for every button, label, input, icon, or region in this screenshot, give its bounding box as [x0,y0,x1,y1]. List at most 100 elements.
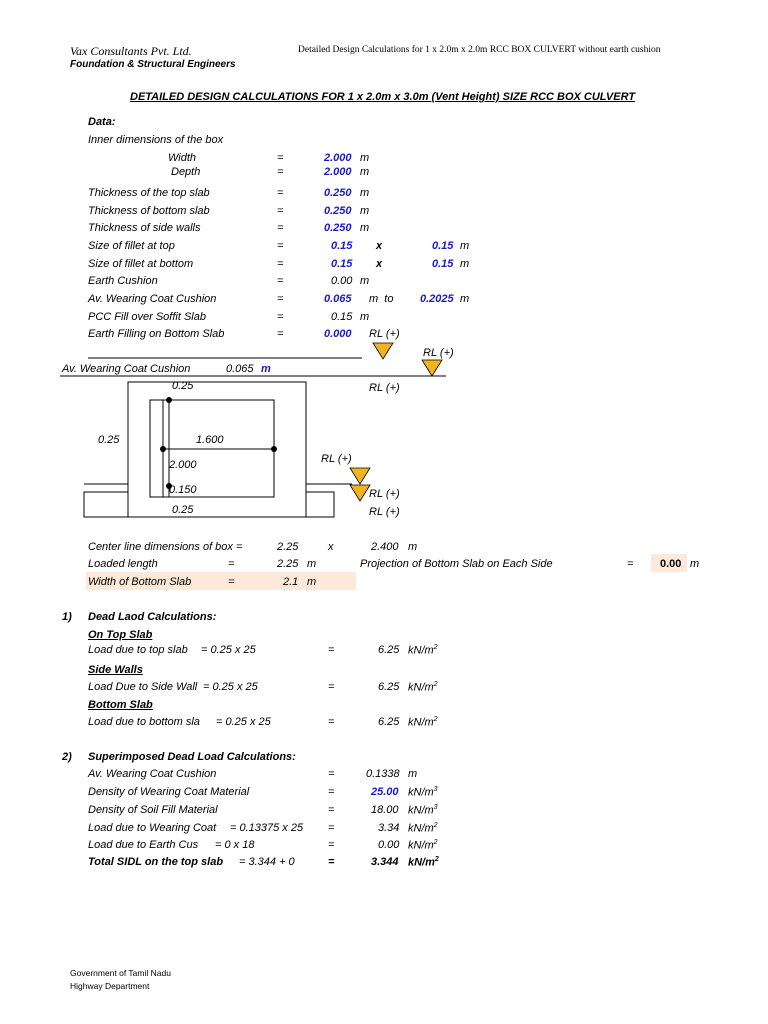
footer-line-2: Highway Department [70,981,150,991]
equals-sign: = [328,681,335,693]
rl-marker-icon [372,342,394,360]
rl-label: RL (+) [369,506,400,518]
data-label: PCC Fill over Soffit Slab [88,311,206,323]
load-unit: kN/m2 [408,716,438,729]
data-unit: m [360,275,370,287]
equals-sign: = [228,558,235,570]
data-value-2: 0.2025 [420,293,454,305]
section-number: 2) [62,751,72,763]
equals-sign: = [627,558,634,570]
times-sign: x [376,240,383,252]
data-value: 0.15 [331,258,353,270]
top-slab-thickness-label: 0.25 [172,380,194,392]
load-expression: = 0.25 x 25 [216,716,271,728]
data-value: 0.000 [324,328,352,340]
load-value: 6.25 [378,644,400,656]
bottom-width-value: 2.1 [283,576,299,588]
data-value: 0.15 [331,240,353,252]
document-title: Detailed Design Calculations for 1 x 2.0… [298,45,661,55]
bottom-slab-thickness-label: 0.25 [172,504,194,516]
equals-sign: = [277,240,284,252]
bottom-width-unit: m [307,576,317,588]
sidl-unit: kN/m3 [408,786,438,799]
projection-value-highlight [651,554,687,572]
data-unit: m [460,240,470,252]
equals-sign: = [228,576,235,588]
subheading: Side Walls [88,664,143,676]
node-point [160,446,166,452]
centerline-unit: m [408,541,418,553]
data-unit: m [360,166,370,178]
load-value: 6.25 [378,716,400,728]
equals-sign: = [277,275,284,287]
rl-label: RL (+) [369,488,400,500]
data-value-2: 0.15 [432,240,454,252]
data-value: 0.00 [331,275,353,287]
sidl-label: Density of Soil Fill Material [88,804,218,816]
rl-marker-icon [349,467,371,485]
footer-line-1: Government of Tamil Nadu [70,968,171,978]
equals-sign: = [277,152,284,164]
data-label: Size of fillet at bottom [88,258,194,270]
sidl-value: 0.1338 [366,768,400,780]
data-unit: RL (+) [369,328,400,340]
subheading: On Top Slab [88,629,153,641]
equals-sign: = [277,328,284,340]
load-label: Load due to bottom sla [88,716,200,728]
equals-sign: = [277,187,284,199]
data-label: Depth [171,166,201,178]
wearing-coat-unit: m [261,363,271,375]
data-label: Earth Cushion [88,275,158,287]
times-sign: x [376,258,383,270]
fillet-label: 0.150 [169,484,197,496]
company-name: Vax Consultants Pvt. Ltd. [70,44,192,58]
sidl-total-unit: kN/m2 [408,856,439,869]
data-value: 0.065 [324,293,352,305]
data-label: Width [168,152,197,164]
sidl-label: Density of Wearing Coat Material [88,786,250,798]
bottom-slab-projection-left [83,491,129,518]
sidl-value: 0.00 [378,839,400,851]
centerline-value-2: 2.400 [371,541,399,553]
projection-unit: m [690,558,700,570]
projection-value: 0.00 [660,558,682,570]
loaded-length-unit: m [307,558,317,570]
sidl-label: Load due to Earth Cus [88,839,199,851]
sidl-total-label: Total SIDL on the top slab [88,856,224,868]
data-unit: m [360,152,370,164]
rl-label: RL (+) [423,347,454,359]
sidl-label: Load due to Wearing Coat [88,822,217,834]
sidl-unit: kN/m3 [408,804,438,817]
wearing-coat-value: 0.065 [226,363,254,375]
equals-sign: = [277,205,284,217]
bottom-width-highlight [86,572,356,590]
centerline-label: Center line dimensions of box = [88,541,243,553]
load-label: Load due to top slab [88,644,188,656]
equals-sign: = [277,222,284,234]
data-unit: m [460,293,470,305]
data-unit: m [460,258,470,270]
dead-load-title: Dead Laod Calculations: [88,611,217,623]
node-point [166,397,172,403]
sidl-unit: kN/m2 [408,822,438,835]
data-value: 0.15 [331,311,353,323]
sidl-title: Superimposed Dead Load Calculations: [88,751,296,763]
node-point [271,446,277,452]
equals-sign: = [328,716,335,728]
data-value: 2.000 [324,166,352,178]
bottom-slab-projection-right [305,491,335,518]
sidl-total-expression: = 3.344 + 0 [239,856,295,868]
equals-sign: = [328,644,335,656]
equals-sign: = [328,786,335,798]
box-outer-outline [127,381,307,518]
data-label: Av. Wearing Coat Cushion [88,293,217,305]
rl-label: RL (+) [321,453,352,465]
loaded-length-value: 2.25 [277,558,299,570]
data-value: 0.250 [324,205,352,217]
sidl-expression: = 0 x 18 [215,839,255,851]
data-value: 0.250 [324,187,352,199]
data-range-sep: m to [369,293,394,305]
data-value: 0.250 [324,222,352,234]
load-label: Load Due to Side Wall [88,681,198,693]
centerline-value-1: 2.25 [277,541,299,553]
